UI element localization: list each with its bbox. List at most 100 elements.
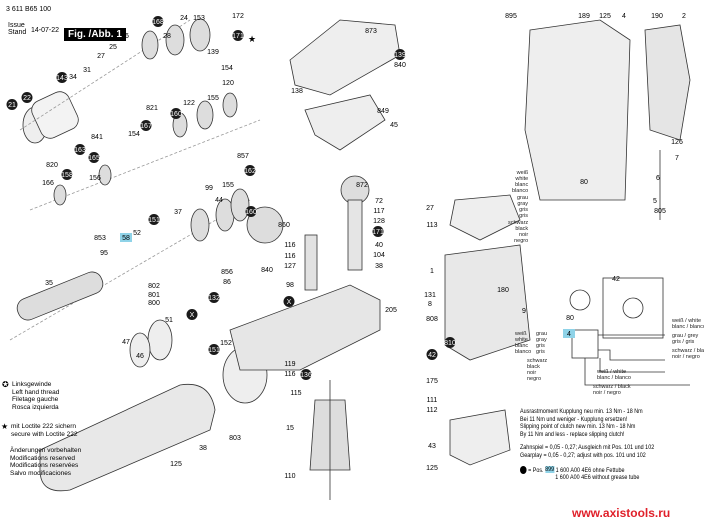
part-label-158: 158 (61, 169, 73, 180)
part-label-115: 115 (290, 390, 301, 397)
label-circle (21, 92, 33, 103)
note-line: Ausrastmoment Kupplung neu min. 13 Nm - … (520, 408, 643, 415)
ring-parts (53, 18, 250, 242)
part-label-151: 151 (208, 344, 220, 355)
part-label-143: 143 (56, 72, 68, 83)
part-label-165: 165 (88, 152, 100, 163)
part-number: 840 (261, 267, 273, 274)
part-number: 125 (170, 461, 182, 468)
part-label-31: 31 (83, 67, 91, 74)
part-label-160: 160 (170, 108, 182, 119)
part-label-27: 27 (97, 53, 105, 60)
part-number: 873 (365, 28, 377, 35)
part-label-127: 127 (284, 263, 296, 270)
part-number: 95 (100, 250, 108, 257)
label-circle (232, 30, 244, 41)
part-label-190: 190 (651, 13, 663, 20)
label-circle (372, 226, 384, 237)
part-number: 800 (148, 300, 160, 307)
label-circle (426, 349, 438, 360)
wire-label-black-h: schwarz / black noir / negro (593, 384, 631, 396)
wire-label-black: schwarz black noir negro (508, 220, 529, 244)
part-number: 38 (375, 263, 383, 270)
part-label-849: 849 (377, 108, 389, 115)
part-label-841: 841 (91, 134, 103, 141)
part-label-895: 895 (505, 13, 517, 20)
part-label-26: 26 (121, 33, 129, 40)
part-number: 155 (222, 182, 234, 189)
grease-note: = Pos. 899 1 600 A00 4E6 ohne Fettube 1 … (520, 465, 654, 482)
part-number: 139 (394, 52, 406, 59)
part-label-X: X (186, 309, 198, 320)
part-number: 44 (215, 197, 223, 204)
part-number: 4 (567, 331, 571, 338)
part-number: 116 (284, 371, 295, 378)
legend-text: Filetage gauche (12, 396, 59, 403)
part-number: 116 (284, 253, 295, 260)
wire-label-white-h: weiß / white blanc / blanco (597, 369, 631, 381)
part-number: 138 (291, 88, 303, 95)
part-number: 31 (83, 67, 91, 74)
part-number: 47 (122, 339, 130, 346)
part-number: 160 (170, 111, 182, 118)
part-label-163: 163 (74, 144, 86, 155)
part-number: 167 (140, 123, 152, 130)
star-icon: ★ (1, 422, 9, 431)
part-label-205: 205 (385, 307, 397, 314)
part-label-46: 46 (136, 353, 144, 360)
part-number: 7 (675, 155, 679, 162)
part-label-125: 125 (426, 465, 438, 472)
part-number: 821 (146, 105, 158, 112)
part-number: 168 (152, 19, 164, 26)
part-label-136: 136 (300, 369, 312, 380)
part-number: 132 (208, 295, 220, 302)
top-cover (289, 19, 401, 96)
part-number: 857 (237, 153, 249, 160)
part-number: 22 (23, 95, 31, 102)
part-number: 46 (136, 353, 144, 360)
legend-text: Linksgewinde (12, 381, 52, 388)
part-number: 139 (207, 49, 219, 56)
part-label-15: 15 (286, 425, 294, 432)
part-label-162: 162 (244, 165, 256, 176)
part-number: 116 (284, 242, 295, 249)
issue-label: Issue Stand (8, 22, 26, 36)
part-label-125: 125 (599, 13, 611, 20)
part-label-803: 803 (229, 435, 241, 442)
part-label-151: 151 (148, 214, 160, 225)
part-number: 849 (377, 108, 389, 115)
part-label-22: 22 (21, 92, 33, 103)
part-label-189: 189 (578, 13, 590, 20)
part-number: 28 (163, 33, 171, 40)
gear-housing (229, 284, 381, 371)
part-label-138: 138 (291, 88, 303, 95)
legend-text: mit Loctite 222 sichern (11, 423, 77, 430)
part-number: 189 (578, 13, 590, 20)
note-line: 1 600 A00 4E6 without grease tube (555, 473, 640, 481)
part-label-840: 840 (394, 62, 406, 69)
part-label-180: 180 (497, 287, 509, 294)
part-number: 803 (229, 435, 241, 442)
part-label-110: 110 (284, 473, 295, 480)
label-circle (152, 16, 164, 27)
part-number: 117 (373, 208, 384, 215)
part-number: 136 (300, 372, 312, 379)
note-line: Gearplay = 0,05 - 0,27; adjust with pos.… (520, 451, 646, 459)
part-number: 21 (8, 102, 16, 109)
part-number: 111 (427, 397, 438, 404)
note-line: Slipping point of clutch new min. 13 Nm … (520, 423, 636, 431)
doc-number: 3 611 B65 100 (6, 6, 52, 13)
part-label-9: 9 (522, 308, 526, 315)
part-number: 115 (290, 390, 301, 397)
part-number: 154 (128, 131, 140, 138)
part-number: 40 (375, 242, 383, 249)
part-number: 172 (232, 13, 244, 20)
front-housing (39, 383, 216, 492)
part-label-131: 131 (424, 292, 436, 299)
part-label-104: 104 (373, 252, 385, 259)
legend-text: secure with Loctite 222 (11, 430, 78, 438)
note-line: Zahnspiel = 0,05 - 0,27; Ausgleich mit P… (520, 444, 655, 452)
part-number: 860 (278, 222, 290, 229)
part-label-801: 801 (148, 292, 160, 299)
